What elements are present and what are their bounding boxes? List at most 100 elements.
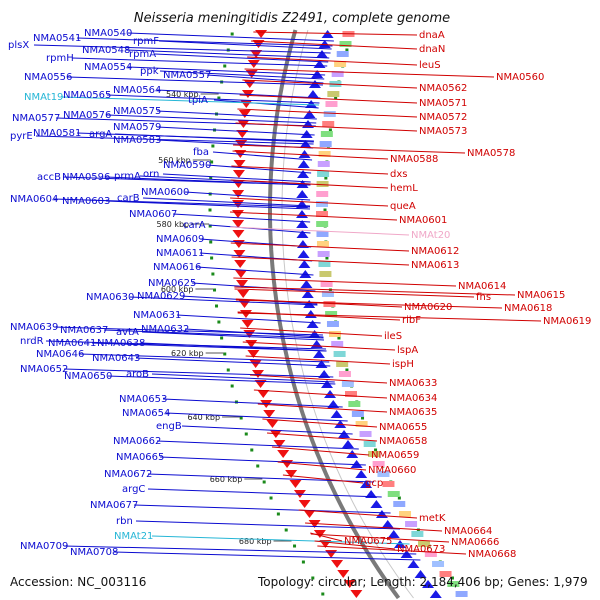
gene-label-nma0557[interactable]: NMA0557	[163, 70, 211, 81]
gene-label-nma0611[interactable]: NMA0611	[156, 248, 204, 259]
gene-label-argc[interactable]: argC	[122, 484, 145, 495]
gene-label-dnan[interactable]: dnaN	[419, 44, 445, 55]
gene-label-ribf[interactable]: ribF	[402, 315, 421, 326]
gene-label-nma0609[interactable]: NMA0609	[156, 234, 204, 245]
gene-label-gcp[interactable]: gcp	[365, 478, 383, 489]
gene-label-nma0646[interactable]: NMA0646	[36, 349, 84, 360]
gene-label-rbn[interactable]: rbn	[116, 516, 133, 527]
gene-label-dnaa[interactable]: dnaA	[419, 30, 445, 41]
gene-label-nma0655[interactable]: NMA0655	[379, 422, 427, 433]
gene-label-plsx[interactable]: plsX	[8, 40, 29, 51]
gene-label-nma0572[interactable]: NMA0572	[419, 112, 467, 123]
gene-label-nma0673[interactable]: NMA0673	[397, 544, 445, 555]
gene-label-nma0665[interactable]: NMA0665	[116, 452, 164, 463]
gene-label-pyre[interactable]: pyrE	[10, 131, 33, 142]
gene-label-rpmh[interactable]: rpmH	[46, 53, 74, 64]
gene-label-quea[interactable]: queA	[390, 201, 416, 212]
gene-label-nma0662[interactable]: NMA0662	[113, 436, 161, 447]
gene-label-nma0565[interactable]: NMA0565	[63, 90, 111, 101]
gene-label-nrdr[interactable]: nrdR	[20, 336, 44, 347]
gene-label-cara[interactable]: carA	[183, 220, 206, 231]
gene-label-rpma[interactable]: rpmA	[129, 49, 156, 60]
gene-label-nma0603[interactable]: NMA0603	[62, 196, 110, 207]
gene-label-nma0573[interactable]: NMA0573	[419, 126, 467, 137]
gene-label-nma0708[interactable]: NMA0708	[70, 547, 118, 558]
gene-label-nma0675[interactable]: NMA0675	[344, 536, 392, 547]
gene-label-nma0638[interactable]: NMA0638	[97, 338, 145, 349]
gene-label-isph[interactable]: ispH	[392, 359, 414, 370]
gene-label-nma0581[interactable]: NMA0581	[33, 128, 81, 139]
gene-label-dxs[interactable]: dxs	[390, 169, 407, 180]
gene-label-fba[interactable]: fba	[193, 147, 209, 158]
gene-label-carb[interactable]: carB	[117, 193, 140, 204]
gene-label-lspa[interactable]: lspA	[397, 345, 418, 356]
gene-label-nma0556[interactable]: NMA0556	[24, 72, 72, 83]
gene-label-nma0654[interactable]: NMA0654	[122, 408, 170, 419]
gene-label-nma0571[interactable]: NMA0571	[419, 98, 467, 109]
gene-label-nma0616[interactable]: NMA0616	[153, 262, 201, 273]
gene-label-ppk[interactable]: ppk	[140, 66, 159, 77]
gene-label-nma0613[interactable]: NMA0613	[411, 260, 459, 271]
gene-label-nma0615[interactable]: NMA0615	[517, 290, 565, 301]
gene-label-nma0672[interactable]: NMA0672	[104, 469, 152, 480]
gene-label-nma0641[interactable]: NMA0641	[48, 338, 96, 349]
gene-label-nma0709[interactable]: NMA0709	[20, 541, 68, 552]
gene-label-nma0541[interactable]: NMA0541	[33, 33, 81, 44]
gene-label-nma0578[interactable]: NMA0578	[467, 148, 515, 159]
gene-label-nma0635[interactable]: NMA0635	[389, 407, 437, 418]
gene-label-nma0548[interactable]: NMA0548	[82, 45, 130, 56]
gene-label-tpia[interactable]: tpiA	[188, 95, 208, 106]
gene-label-avta[interactable]: avtA	[116, 327, 139, 338]
gene-label-arob[interactable]: aroB	[126, 369, 149, 380]
gene-label-leus[interactable]: leuS	[419, 60, 441, 71]
gene-label-nma0607[interactable]: NMA0607	[129, 209, 177, 220]
gene-label-nma0660[interactable]: NMA0660	[368, 465, 416, 476]
gene-label-nma0564[interactable]: NMA0564	[113, 85, 161, 96]
gene-label-nma0540[interactable]: NMA0540	[84, 28, 132, 39]
gene-label-nma0658[interactable]: NMA0658	[379, 436, 427, 447]
gene-label-rpmf[interactable]: rpmF	[133, 36, 159, 47]
gene-label-nma0614[interactable]: NMA0614	[458, 281, 506, 292]
gene-label-prma[interactable]: prmA	[114, 171, 141, 182]
gene-label-nma0633[interactable]: NMA0633	[389, 378, 437, 389]
gene-label-nma0596[interactable]: NMA0596	[62, 172, 110, 183]
gene-label-nma0600[interactable]: NMA0600	[141, 187, 189, 198]
gene-label-iles[interactable]: ileS	[384, 331, 402, 342]
gene-label-orn[interactable]: orn	[143, 169, 159, 180]
gene-label-nma0554[interactable]: NMA0554	[84, 62, 132, 73]
gene-label-metk[interactable]: metK	[419, 513, 446, 524]
gene-label-nma0650[interactable]: NMA0650	[64, 371, 112, 382]
gene-label-nma0577[interactable]: NMA0577	[12, 113, 60, 124]
gene-label-nma0590[interactable]: NMA0590	[163, 160, 211, 171]
gene-label-accb[interactable]: accB	[37, 172, 61, 183]
gene-label-fhs[interactable]: fhs	[476, 292, 491, 303]
gene-label-nma0639[interactable]: NMA0639	[10, 322, 58, 333]
gene-label-nma0588[interactable]: NMA0588	[390, 154, 438, 165]
gene-label-nma0652[interactable]: NMA0652	[20, 364, 68, 375]
gene-label-nma0562[interactable]: NMA0562	[419, 83, 467, 94]
gene-label-nma0625[interactable]: NMA0625	[148, 278, 196, 289]
gene-label-nma0620[interactable]: NMA0620	[404, 302, 452, 313]
gene-label-nma0618[interactable]: NMA0618	[504, 303, 552, 314]
gene-label-nma0632[interactable]: NMA0632	[141, 324, 189, 335]
gene-label-nma0604[interactable]: NMA0604	[10, 194, 58, 205]
gene-label-arga[interactable]: argA	[89, 129, 112, 140]
gene-label-nma0579[interactable]: NMA0579	[113, 122, 161, 133]
gene-label-nmat21[interactable]: NMAt21	[114, 531, 153, 542]
gene-label-engb[interactable]: engB	[156, 421, 182, 432]
gene-label-nma0677[interactable]: NMA0677	[90, 500, 138, 511]
gene-label-nma0637[interactable]: NMA0637	[60, 325, 108, 336]
gene-label-nma0619[interactable]: NMA0619	[543, 316, 591, 327]
gene-label-nma0612[interactable]: NMA0612	[411, 246, 459, 257]
gene-label-heml[interactable]: hemL	[390, 183, 418, 194]
gene-label-nma0601[interactable]: NMA0601	[399, 215, 447, 226]
gene-label-nma0631[interactable]: NMA0631	[133, 310, 181, 321]
gene-label-nma0643[interactable]: NMA0643	[92, 353, 140, 364]
gene-label-nmat19[interactable]: NMAt19	[24, 92, 63, 103]
gene-label-nma0666[interactable]: NMA0666	[451, 537, 499, 548]
gene-label-nma0659[interactable]: NMA0659	[371, 450, 419, 461]
gene-label-nma0664[interactable]: NMA0664	[444, 526, 492, 537]
gene-label-nma0629[interactable]: NMA0629	[137, 291, 185, 302]
gene-label-nmat20[interactable]: NMAt20	[411, 230, 450, 241]
gene-label-nma0575[interactable]: NMA0575	[113, 106, 161, 117]
